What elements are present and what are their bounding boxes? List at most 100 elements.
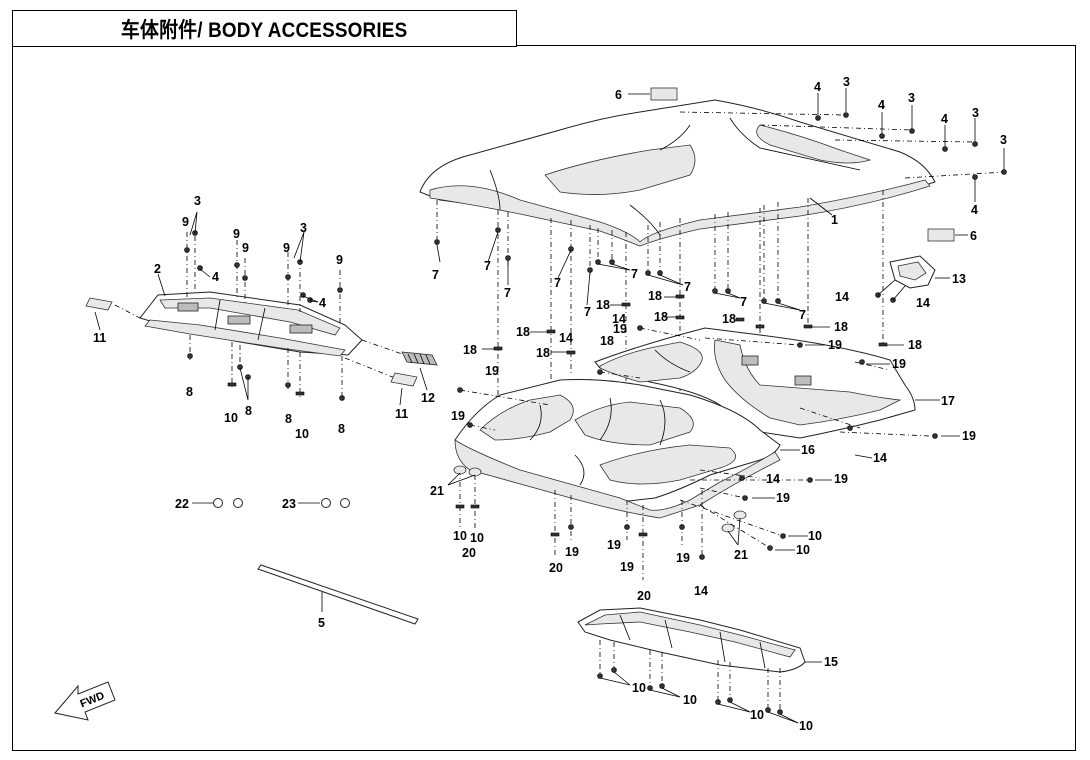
callout-6: 6 bbox=[615, 88, 622, 102]
callout-10: 10 bbox=[295, 427, 309, 441]
callout-23: 23 bbox=[282, 497, 296, 511]
callout-3: 3 bbox=[843, 75, 850, 89]
pad-left bbox=[85, 297, 113, 311]
callout-7: 7 bbox=[740, 295, 747, 309]
callout-7: 7 bbox=[584, 305, 591, 319]
callout-14: 14 bbox=[766, 472, 780, 486]
callout-8: 8 bbox=[285, 412, 292, 426]
callout-4: 4 bbox=[971, 203, 978, 217]
callout-19: 19 bbox=[776, 491, 790, 505]
callout-19: 19 bbox=[485, 364, 499, 378]
callout-10: 10 bbox=[796, 543, 810, 557]
callout-21: 21 bbox=[430, 484, 444, 498]
callout-19: 19 bbox=[607, 538, 621, 552]
callout-19: 19 bbox=[962, 429, 976, 443]
callout-20: 20 bbox=[462, 546, 476, 560]
callout-5: 5 bbox=[318, 616, 325, 630]
callout-20: 20 bbox=[549, 561, 563, 575]
callout-18: 18 bbox=[648, 289, 662, 303]
callout-14: 14 bbox=[694, 584, 708, 598]
floor-fasteners bbox=[447, 325, 960, 580]
callout-19: 19 bbox=[828, 338, 842, 352]
floor-pan bbox=[454, 379, 781, 519]
grille-clip bbox=[401, 351, 438, 366]
callout-10: 10 bbox=[683, 693, 697, 707]
callout-3: 3 bbox=[908, 91, 915, 105]
roof-panel bbox=[419, 99, 936, 247]
callout-18: 18 bbox=[834, 320, 848, 334]
callout-7: 7 bbox=[432, 268, 439, 282]
callout-21: 21 bbox=[734, 548, 748, 562]
callout-18: 18 bbox=[516, 325, 530, 339]
callout-19: 19 bbox=[620, 560, 634, 574]
callout-10: 10 bbox=[224, 411, 238, 425]
callout-19: 19 bbox=[451, 409, 465, 423]
callout-22: 22 bbox=[175, 497, 189, 511]
callout-14: 14 bbox=[916, 296, 930, 310]
pad-top bbox=[650, 87, 678, 101]
callout-4: 4 bbox=[319, 296, 326, 310]
callout-17: 17 bbox=[941, 394, 955, 408]
callout-4: 4 bbox=[212, 270, 219, 284]
callout-9: 9 bbox=[233, 227, 240, 241]
callout-10: 10 bbox=[470, 531, 484, 545]
callout-15: 15 bbox=[824, 655, 838, 669]
rail-fasteners bbox=[94, 211, 428, 406]
pad-lower bbox=[390, 372, 418, 387]
callout-2: 2 bbox=[154, 262, 161, 276]
callout-12: 12 bbox=[421, 391, 435, 405]
callout-7: 7 bbox=[484, 259, 491, 273]
front-rail bbox=[139, 291, 363, 357]
callout-4: 4 bbox=[941, 112, 948, 126]
callout-18: 18 bbox=[654, 310, 668, 324]
rail-line-left bbox=[114, 304, 141, 319]
callout-20: 20 bbox=[637, 589, 651, 603]
callout-3: 3 bbox=[972, 106, 979, 120]
rail-line-right bbox=[361, 339, 406, 356]
callout-19: 19 bbox=[565, 545, 579, 559]
callout-10: 10 bbox=[799, 719, 813, 733]
callout-13: 13 bbox=[952, 272, 966, 286]
callout-3: 3 bbox=[300, 221, 307, 235]
callout-1: 1 bbox=[831, 213, 838, 227]
callout-14: 14 bbox=[873, 451, 887, 465]
callout-9: 9 bbox=[336, 253, 343, 267]
callout-8: 8 bbox=[186, 385, 193, 399]
callout-3: 3 bbox=[194, 194, 201, 208]
drawing-frame bbox=[12, 45, 1076, 751]
callout-6: 6 bbox=[970, 229, 977, 243]
callout-8: 8 bbox=[245, 404, 252, 418]
callout-9: 9 bbox=[283, 241, 290, 255]
callout-10: 10 bbox=[750, 708, 764, 722]
pad-right bbox=[927, 228, 955, 242]
callout-7: 7 bbox=[631, 267, 638, 281]
callout-9: 9 bbox=[242, 241, 249, 255]
skid-plate bbox=[577, 607, 822, 724]
rail-line-lower bbox=[344, 357, 396, 379]
callout-11: 11 bbox=[395, 407, 408, 421]
callout-10: 10 bbox=[808, 529, 822, 543]
callout-7: 7 bbox=[684, 280, 691, 294]
trim-strip bbox=[257, 564, 419, 625]
callout-10: 10 bbox=[632, 681, 646, 695]
title-box: 车体附件/ BODY ACCESSORIES bbox=[12, 10, 517, 47]
callout-11: 11 bbox=[93, 331, 106, 345]
callout-7: 7 bbox=[554, 276, 561, 290]
callout-7: 7 bbox=[799, 308, 806, 322]
callout-19: 19 bbox=[613, 322, 627, 336]
callout-9: 9 bbox=[182, 215, 189, 229]
callout-18: 18 bbox=[600, 334, 614, 348]
callout-18: 18 bbox=[908, 338, 922, 352]
callout-14: 14 bbox=[835, 290, 849, 304]
callout-18: 18 bbox=[722, 312, 736, 326]
callout-10: 10 bbox=[453, 529, 467, 543]
callout-14: 14 bbox=[559, 331, 573, 345]
page-title: 车体附件/ BODY ACCESSORIES bbox=[121, 18, 408, 42]
callout-18: 18 bbox=[463, 343, 477, 357]
small-grommets bbox=[192, 498, 350, 508]
callout-7: 7 bbox=[504, 286, 511, 300]
callout-3: 3 bbox=[1000, 133, 1007, 147]
callout-19: 19 bbox=[834, 472, 848, 486]
roof-assembly-lines bbox=[628, 88, 1007, 236]
